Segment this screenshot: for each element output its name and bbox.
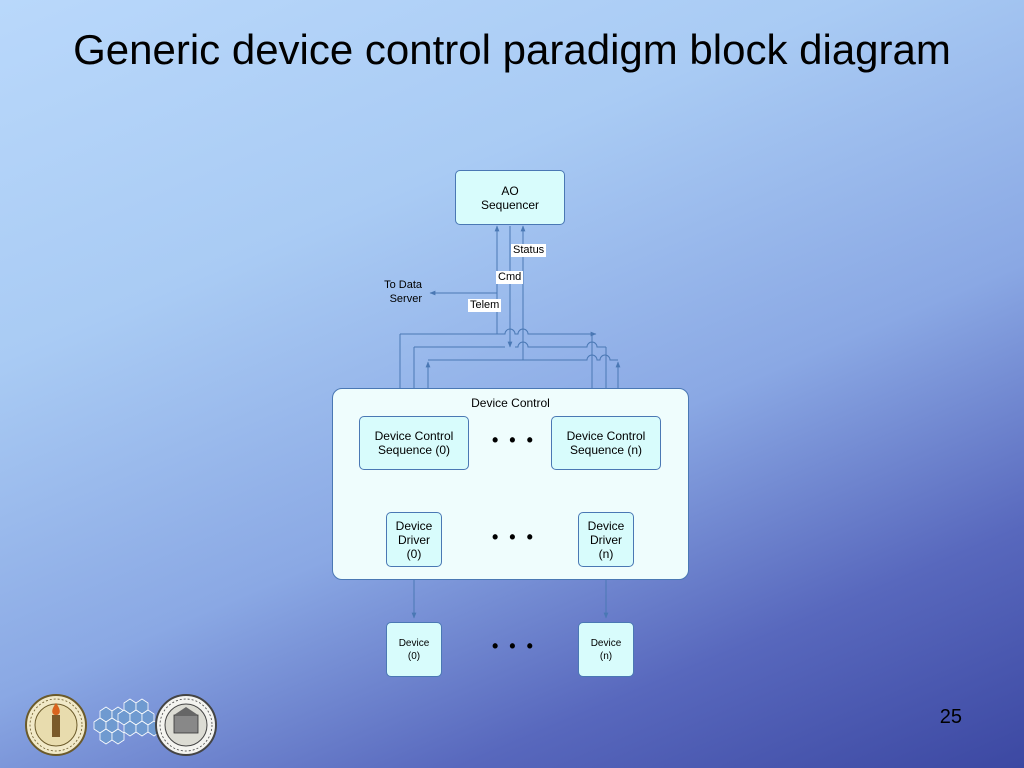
institution-logos	[25, 694, 217, 756]
device-0-box: Device (0)	[386, 622, 442, 677]
device-driver-n-box: Device Driver (n)	[578, 512, 634, 567]
to-data-server-label: To Data Server	[384, 279, 422, 305]
status-label: Status	[511, 244, 547, 257]
device-n-box: Device (n)	[578, 622, 634, 677]
device-0-label: Device (0)	[398, 637, 430, 662]
driver-ellipsis: • • •	[492, 527, 536, 547]
device-control-sequence-n-label: Device Control Sequence (n)	[566, 429, 646, 457]
device-driver-0-box: Device Driver (0)	[386, 512, 442, 567]
device-control-sequence-0-label: Device Control Sequence (0)	[374, 429, 454, 457]
caltech-seal-logo	[25, 694, 87, 756]
telem-label: Telem	[468, 299, 502, 312]
device-control-title: Device Control	[471, 396, 550, 410]
hexagon-mirror-logo	[93, 698, 161, 745]
cmd-label: Cmd	[496, 271, 524, 284]
device-control-sequence-0-box: Device Control Sequence (0)	[359, 416, 469, 470]
bus-low	[428, 354, 618, 361]
sequence-ellipsis: • • •	[492, 430, 536, 450]
page-number: 25	[939, 706, 962, 728]
device-ellipsis: • • •	[492, 636, 536, 656]
bus-top	[400, 328, 597, 337]
device-control-sequence-n-box: Device Control Sequence (n)	[551, 416, 661, 470]
ao-sequencer-label: AO Sequencer	[480, 183, 540, 212]
university-of-california-seal-logo	[155, 694, 217, 756]
device-n-label: Device (n)	[590, 637, 622, 662]
ao-sequencer-box: AO Sequencer	[455, 170, 565, 225]
slide-title: Generic device control paradigm block di…	[73, 26, 951, 73]
device-driver-n-label: Device Driver (n)	[587, 518, 625, 561]
bus-mid	[414, 341, 606, 348]
device-driver-0-label: Device Driver (0)	[395, 518, 433, 561]
